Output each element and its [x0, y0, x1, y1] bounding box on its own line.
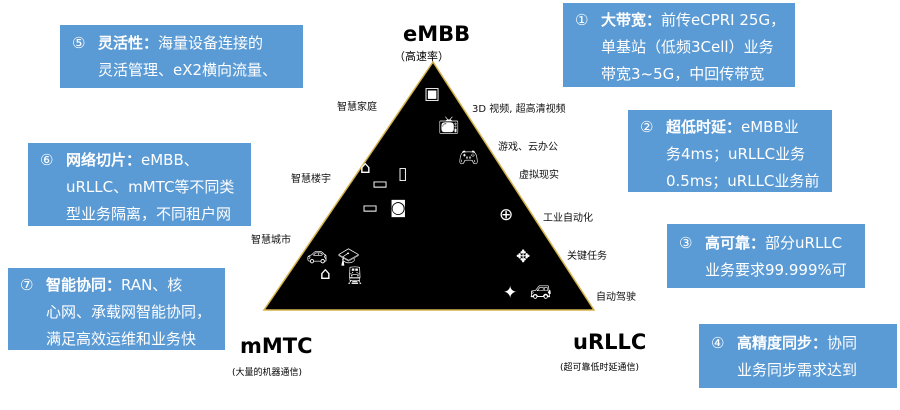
box-text: 海量设备连接的 [158, 34, 264, 52]
label-video: 3D 视频, 超高清视频 [472, 104, 566, 115]
feature-box-6: ⑥ 网络切片：eMBB、 uRLLC、mMTC等不同类型业务隔离，不同租户网 [28, 143, 251, 226]
gamepad-icon: 🎮︎ [458, 148, 480, 168]
box-text: 业务同步需求达到 [737, 361, 858, 379]
box-text: 单基站（低频3Cell）业务 [601, 38, 774, 56]
arrows-icon: ✥ [516, 247, 531, 267]
label-industrial: 工业自动化 [543, 213, 593, 224]
device-icon: ▣ [424, 84, 441, 104]
box-title: 智能协同： [46, 276, 122, 294]
tv-small-icon: ▭ [362, 198, 379, 218]
box-title: 网络切片： [66, 151, 142, 169]
label-mission-critical: 关键任务 [567, 251, 607, 262]
mmtc-title: mMTC [240, 334, 313, 358]
box-text: RAN、核 [121, 276, 183, 294]
box-text: 型业务隔离，不同租户网 [66, 205, 232, 223]
mmtc-subtitle: (大量的机器通信) [232, 368, 303, 378]
box-text: 0.5ms；uRLLC业务前 [666, 172, 820, 190]
box-title: 大带宽： [601, 11, 662, 29]
box-title: 高精度同步： [737, 334, 828, 352]
box-number: ① [575, 11, 589, 29]
fridge-icon: ▯ [398, 164, 408, 184]
camera-icon: ◙ [390, 198, 407, 218]
box-text: 灵活管理、eX2横向流量、 [98, 61, 278, 79]
label-gaming: 游戏、云办公 [498, 142, 558, 153]
urllc-subtitle: (超可靠低时延通信) [560, 363, 640, 373]
feature-box-7: ⑦ 智能协同：RAN、核心网、承载网智能协同， 满足高效运维和业务快 [8, 268, 225, 350]
feature-box-3: ③ 高可靠：部分uRLLC 业务要求99.999%可 [667, 224, 865, 288]
box-text: eMBB、 [141, 151, 199, 169]
urllc-title: uRLLC [573, 330, 647, 354]
box-text: 心网、承载网智能协同， [46, 303, 212, 321]
train-icon: 🚆︎ [344, 266, 366, 286]
monitor-icon: ▭ [372, 174, 389, 194]
feature-box-5: ⑤ 灵活性：海量设备连接的灵活管理、eX2横向流量、 [60, 25, 303, 88]
building-icon: ⌂ [360, 158, 371, 178]
embb-subtitle: （高速率） [394, 50, 449, 63]
feature-box-4: ④ 高精度同步：协同业务同步需求达到 [699, 324, 897, 388]
car-icon: 🚗︎ [306, 248, 328, 268]
box-title: 超低时延： [666, 118, 742, 136]
box-title: 灵活性： [98, 34, 159, 52]
navigation-icon: ✦ [503, 283, 518, 303]
box-title: 高可靠： [705, 234, 766, 252]
label-smart-building: 智慧楼宇 [291, 174, 331, 185]
box-number: ⑦ [20, 276, 34, 294]
box-text: 务4ms；uRLLC业务 [666, 145, 806, 163]
box-number: ⑤ [72, 34, 86, 52]
embb-title: eMBB [403, 22, 471, 46]
label-smart-home: 智慧家庭 [337, 102, 377, 113]
box-number: ⑥ [40, 151, 54, 169]
label-smart-city: 智慧城市 [251, 235, 291, 246]
box-number: ② [640, 118, 654, 136]
label-vr: 虚拟现实 [519, 170, 559, 181]
feature-box-2: ② 超低时延：eMBB业务4ms；uRLLC业务 0.5ms；uRLLC业务前 [628, 110, 832, 192]
box-text: eMBB业 [741, 118, 799, 136]
tv-icon: 📺︎ [438, 116, 460, 136]
box-text: 满足高效运维和业务快 [46, 330, 197, 348]
box-text: uRLLC、mMTC等不同类 [66, 178, 235, 196]
car-autonomous-icon: 🚙︎ [530, 283, 552, 303]
box-number: ③ [679, 234, 693, 252]
box-text: 业务要求99.999%可 [705, 261, 847, 279]
box-text: 前传eCPRI 25G， [661, 11, 786, 29]
box-text: 协同 [827, 334, 858, 352]
feature-box-1: ① 大带宽：前传eCPRI 25G， 单基站（低频3Cell）业务带宽3~5G，中… [563, 3, 795, 87]
house-icon: ⌂ [320, 264, 331, 284]
box-text: 带宽3~5G，中回传带宽 [601, 65, 765, 83]
graduation-cap-icon: 🎓︎ [338, 248, 360, 268]
globe-icon: ⊕ [499, 205, 514, 225]
box-text: 部分uRLLC [765, 234, 843, 252]
label-autonomous: 自动驾驶 [596, 292, 636, 303]
box-number: ④ [711, 334, 725, 352]
